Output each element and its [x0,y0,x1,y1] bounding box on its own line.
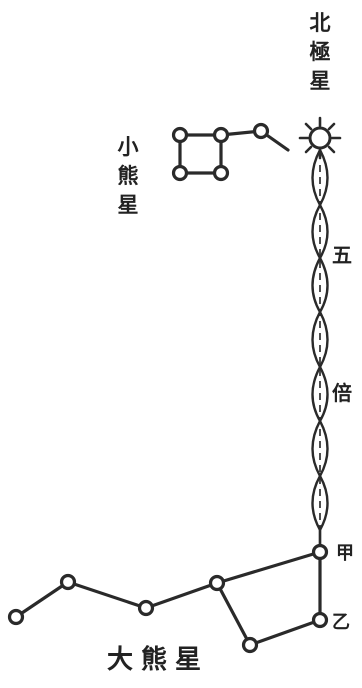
wave-left [311,149,322,548]
polaris-label-3: 星 [310,68,331,93]
star-icon [311,543,329,561]
star-icon [137,599,155,617]
little-dipper-label-1: 小 [118,134,139,159]
little-dipper-label-2: 熊 [118,163,139,188]
little-dipper-label-3: 星 [118,192,139,217]
pointer-a-label: 甲 [336,543,354,564]
star-icon [241,636,259,654]
pointer-line [311,149,329,548]
star-icon [212,164,230,182]
five-label: 五 [332,243,352,267]
star-icon [171,164,189,182]
little-dipper-stars [171,122,270,182]
star-icon [59,573,77,591]
big-dipper-stars [7,543,329,654]
star-icon [208,574,226,592]
star-icon [311,611,329,629]
star-icon [212,126,230,144]
little-dipper-links [178,129,290,175]
big-dipper-links [14,550,322,647]
star-icon [7,608,25,626]
polaris-label-1: 北 [310,10,331,35]
wave-right [318,149,329,548]
pointer-b-label: 乙 [332,612,350,633]
times-label: 倍 [332,381,352,405]
polaris-star-icon [298,116,342,160]
star-icon [171,126,189,144]
star-icon [252,122,270,140]
big-dipper-label: 大熊星 [107,644,209,675]
polaris-label-2: 極 [310,39,331,64]
